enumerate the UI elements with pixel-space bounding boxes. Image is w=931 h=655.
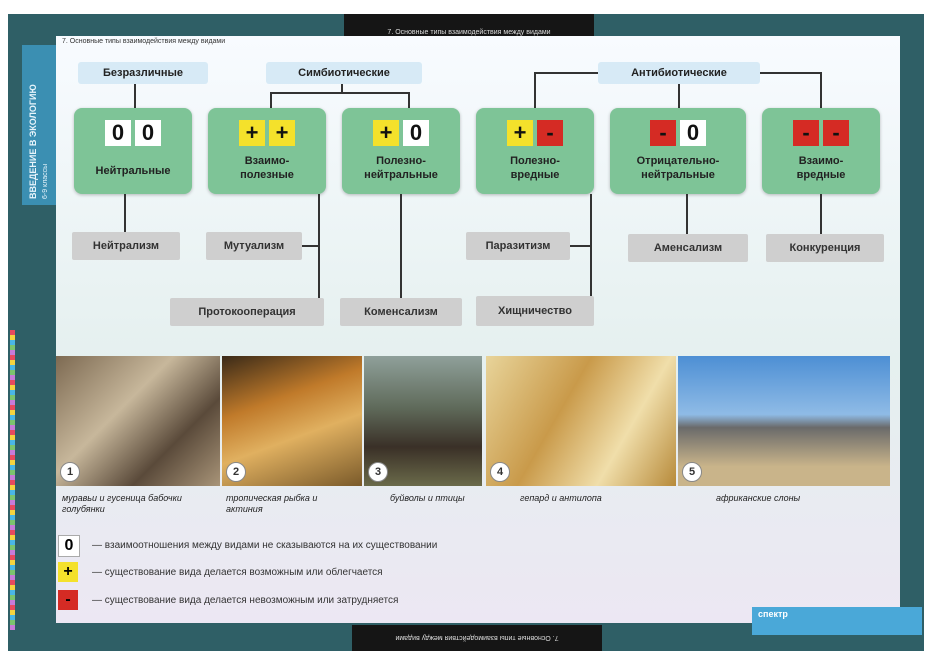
minus-symbol: - bbox=[650, 120, 676, 146]
connector-line bbox=[820, 72, 822, 108]
photo-caption: африканские слоны bbox=[716, 493, 801, 503]
connector-line bbox=[686, 194, 688, 234]
photo-cheetah-antelope: 4 bbox=[486, 356, 676, 486]
relation-mutualism: Мутуализм bbox=[206, 232, 302, 260]
legend-text: — взаимоотношения между видами не сказыв… bbox=[92, 540, 438, 551]
bottom-title-tab: 7. Основные типы взаимодействия между ви… bbox=[352, 625, 602, 651]
publisher-logo: спектр bbox=[752, 607, 922, 635]
connector-line bbox=[400, 194, 402, 298]
minus-symbol: - bbox=[537, 120, 563, 146]
connector-line bbox=[300, 245, 318, 247]
photo-number: 2 bbox=[226, 462, 246, 482]
connector-line bbox=[590, 194, 592, 296]
photo-caption: тропическая рыбка и актиния bbox=[226, 493, 318, 514]
connector-line bbox=[408, 92, 410, 108]
legend-text: — существование вида делается возможным … bbox=[92, 567, 383, 578]
card-mutually-harmful: -- Взаимо- вредные bbox=[762, 108, 880, 194]
card-name: Полезно- вредные bbox=[510, 155, 560, 181]
photo-ants-caterpillar: 1 bbox=[56, 356, 220, 486]
relation-amensalism: Аменсализм bbox=[628, 234, 748, 262]
card-name: Отрицательно- нейтральные bbox=[636, 155, 720, 181]
card-name: Полезно- нейтральные bbox=[364, 155, 438, 181]
connector-line bbox=[678, 84, 680, 108]
zero-symbol: 0 bbox=[403, 120, 429, 146]
connector-line bbox=[568, 245, 590, 247]
group-symbiotic: Симбиотические bbox=[266, 62, 422, 84]
photo-caption: муравьи и гусеница бабочки голубянки bbox=[62, 493, 182, 514]
card-mutually-beneficial: ++ Взаимо- полезные bbox=[208, 108, 326, 194]
zero-symbol: 0 bbox=[135, 120, 161, 146]
plus-symbol: + bbox=[507, 120, 533, 146]
minus-symbol: - bbox=[823, 120, 849, 146]
photo-caption: гепард и антилопа bbox=[520, 493, 602, 503]
photo-buffalo-birds: 3 bbox=[364, 356, 482, 486]
photo-number: 3 bbox=[368, 462, 388, 482]
page-title: 7. Основные типы взаимодействия между ви… bbox=[62, 38, 226, 45]
plus-symbol: + bbox=[269, 120, 295, 146]
minus-symbol: - bbox=[793, 120, 819, 146]
minus-symbol: - bbox=[58, 590, 78, 610]
group-indifferent: Безразличные bbox=[78, 62, 208, 84]
photo-number: 5 bbox=[682, 462, 702, 482]
connector-line bbox=[270, 92, 410, 94]
plus-symbol: + bbox=[373, 120, 399, 146]
plus-symbol: + bbox=[239, 120, 265, 146]
relation-neutralism: Нейтрализм bbox=[72, 232, 180, 260]
card-beneficial-harmful: +- Полезно- вредные bbox=[476, 108, 594, 194]
connector-line bbox=[534, 72, 536, 108]
group-antibiotic: Антибиотические bbox=[598, 62, 760, 84]
photo-number: 4 bbox=[490, 462, 510, 482]
photo-number: 1 bbox=[60, 462, 80, 482]
relation-predation: Хищничество bbox=[476, 296, 594, 326]
relation-commensalism: Коменсализм bbox=[340, 298, 462, 326]
connector-line bbox=[820, 194, 822, 234]
zero-symbol: 0 bbox=[58, 535, 80, 557]
card-name: Нейтральные bbox=[95, 165, 171, 177]
plus-symbol: + bbox=[58, 562, 78, 582]
card-name: Взаимо- полезные bbox=[240, 155, 294, 181]
relation-parasitism: Паразитизм bbox=[466, 232, 570, 260]
connector-line bbox=[270, 92, 272, 108]
legend-text: — существование вида делается невозможны… bbox=[92, 595, 399, 606]
sidebar-series-label: ВВЕДЕНИЕ В ЭКОЛОГИЮ 6-9 классы bbox=[22, 45, 56, 205]
connector-line bbox=[134, 84, 136, 108]
connector-line bbox=[341, 84, 343, 92]
sidebar-title: ВВЕДЕНИЕ В ЭКОЛОГИЮ bbox=[28, 84, 38, 199]
card-name: Взаимо- вредные bbox=[796, 155, 846, 181]
color-strip bbox=[10, 330, 15, 630]
photo-caption: буйволы и птицы bbox=[390, 493, 465, 503]
relation-competition: Конкуренция bbox=[766, 234, 884, 262]
card-negative-neutral: -0 Отрицательно- нейтральные bbox=[610, 108, 746, 194]
connector-line bbox=[318, 194, 320, 298]
connector-line bbox=[124, 194, 126, 232]
photo-clownfish-anemone: 2 bbox=[222, 356, 362, 486]
zero-symbol: 0 bbox=[105, 120, 131, 146]
connector-line bbox=[760, 72, 822, 74]
photo-african-elephants: 5 bbox=[678, 356, 890, 486]
zero-symbol: 0 bbox=[680, 120, 706, 146]
card-beneficial-neutral: +0 Полезно- нейтральные bbox=[342, 108, 460, 194]
relation-protocooperation: Протокооперация bbox=[170, 298, 324, 326]
connector-line bbox=[534, 72, 598, 74]
sidebar-subtitle: 6-9 классы bbox=[42, 163, 49, 199]
